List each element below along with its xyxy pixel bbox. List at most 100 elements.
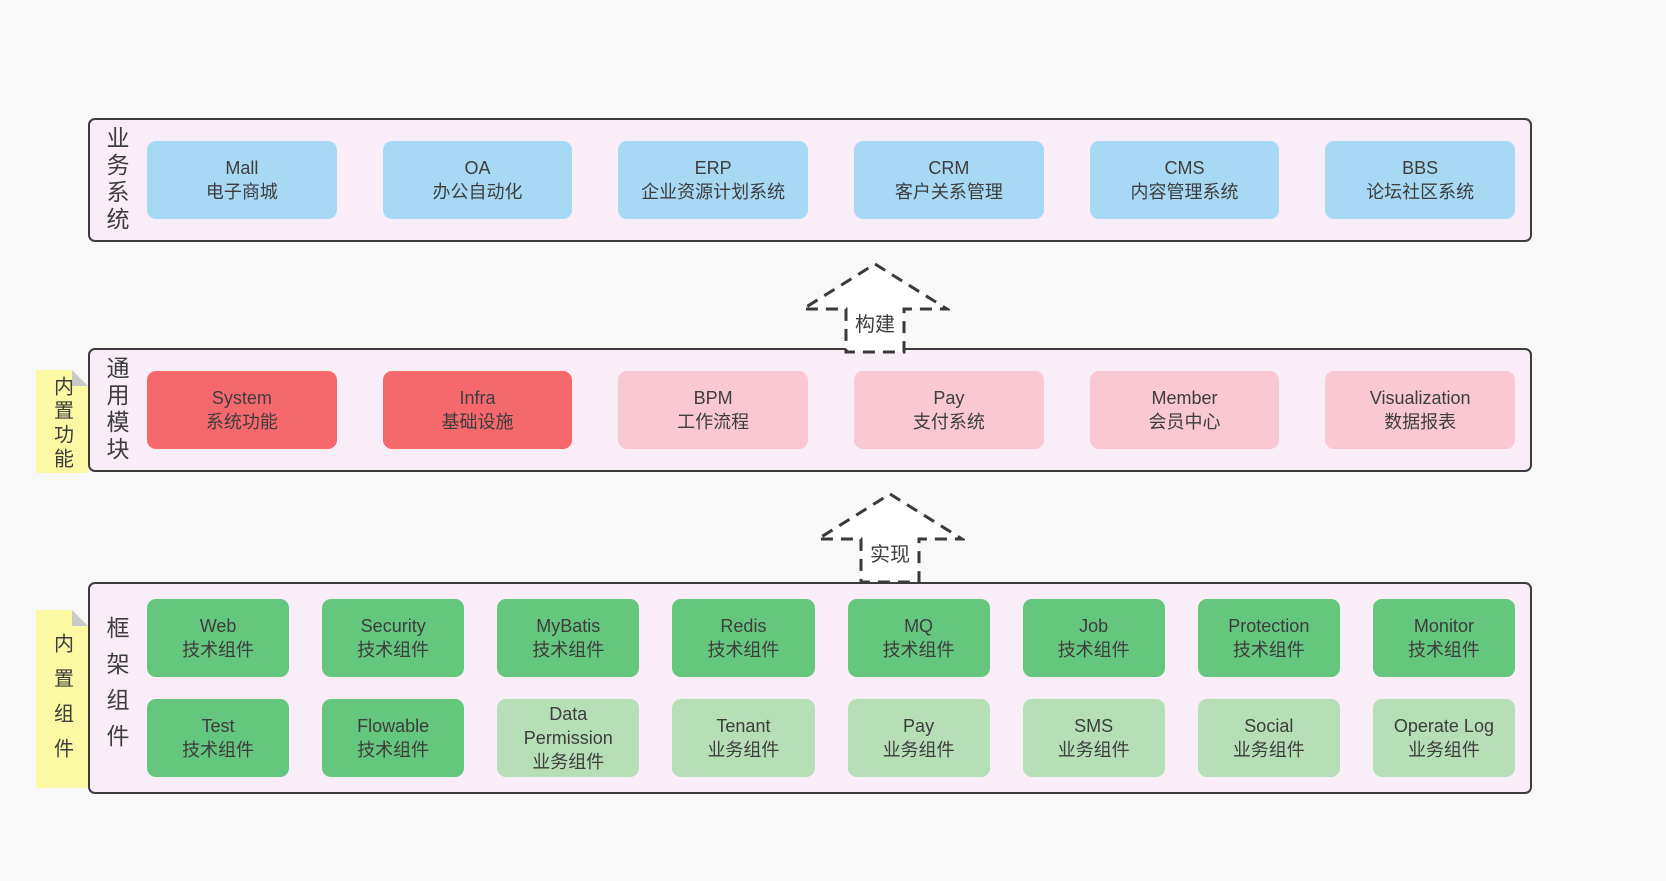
note-label: 内置功能 <box>50 375 73 472</box>
box-title: Member <box>1151 388 1218 408</box>
box-flowable: Flowable 技术组件 <box>322 699 465 777</box>
box-subtitle: 系统功能 <box>205 412 278 432</box>
box-title: Protection <box>1228 616 1310 636</box>
build-arrow: 构建 <box>800 261 950 355</box>
box-title: Security <box>360 616 426 636</box>
sticky-note-built-in-features: 内置功能 <box>36 370 88 473</box>
box-title: Pay <box>933 388 965 408</box>
box-title: ERP <box>694 158 732 178</box>
implement-arrow: 实现 <box>815 491 965 585</box>
box-subtitle: 技术组件 <box>357 740 430 760</box>
box-title: SMS <box>1074 716 1114 736</box>
box-title: System <box>211 388 272 408</box>
arrow-label: 实现 <box>867 537 913 568</box>
box-rows: Mall 电子商城 OA 办公自动化 ERP 企业资源计划系统 CRM 客户关系管理 CMS 内容… <box>147 120 1516 240</box>
box-subtitle: 技术组件 <box>1057 640 1130 660</box>
box-subtitle: 技术组件 <box>1232 640 1305 660</box>
box-web: Web 技术组件 <box>147 599 290 677</box>
box-subtitle: 技术组件 <box>532 640 605 660</box>
box-title: BPM <box>693 388 733 408</box>
note-label: 内置组件 <box>50 632 73 773</box>
box-title: Tenant <box>716 716 771 736</box>
box-subtitle: 客户关系管理 <box>894 182 1003 202</box>
box-title: CRM <box>928 158 970 178</box>
box-subtitle: 业务组件 <box>1407 740 1480 760</box>
box-subtitle: 办公自动化 <box>432 182 523 202</box>
box-redis: Redis 技术组件 <box>672 599 815 677</box>
box-title: OA <box>464 158 491 178</box>
box-oa: OA 办公自动化 <box>382 141 573 219</box>
box-subtitle: 基础设施 <box>441 412 514 432</box>
box-subtitle: 技术组件 <box>182 640 255 660</box>
arrow-label: 构建 <box>852 307 898 338</box>
box-mq: MQ 技术组件 <box>847 599 990 677</box>
layer-common-modules: 通用模块 System 系统功能 Infra 基础设施 BPM 工作流程 Pay 支付系统 Me… <box>88 348 1532 472</box>
box-monitor: Monitor 技术组件 <box>1372 599 1515 677</box>
box-title: Infra <box>459 388 496 408</box>
box-subtitle: 内容管理系统 <box>1130 182 1239 202</box>
layer-label: 业务系统 <box>103 126 129 234</box>
box-row: System 系统功能 Infra 基础设施 BPM 工作流程 Pay 支付系统 Member 会… <box>147 371 1516 449</box>
box-title: Job <box>1079 616 1109 636</box>
box-subtitle: 业务组件 <box>532 752 605 772</box>
box-security: Security 技术组件 <box>322 599 465 677</box>
box-bbs: BBS 论坛社区系统 <box>1325 141 1516 219</box>
box-subtitle: 工作流程 <box>677 412 750 432</box>
box-title: Web <box>199 616 237 636</box>
box-rows: System 系统功能 Infra 基础设施 BPM 工作流程 Pay 支付系统 Member 会… <box>147 350 1516 470</box>
box-bpm: BPM 工作流程 <box>618 371 809 449</box>
box-title: Social <box>1244 716 1294 736</box>
box-title: Visualization <box>1369 388 1471 408</box>
box-operate-log: Operate Log 业务组件 <box>1372 699 1515 777</box>
box-subtitle: 业务组件 <box>882 740 955 760</box>
box-crm: CRM 客户关系管理 <box>854 141 1044 219</box>
box-subtitle: 业务组件 <box>1232 740 1305 760</box>
box-data-permission: Data Permission 业务组件 <box>497 699 640 777</box>
box-title: Data Permission <box>523 704 613 748</box>
box-mall: Mall 电子商城 <box>147 141 337 219</box>
box-title: MQ <box>904 616 934 636</box>
box-title: BBS <box>1402 158 1439 178</box>
box-subtitle: 技术组件 <box>707 640 780 660</box>
box-title: Mall <box>225 158 259 178</box>
layer-label: 框架组件 <box>103 616 129 760</box>
box-title: Operate Log <box>1393 716 1494 736</box>
box-pay: Pay 支付系统 <box>854 371 1044 449</box>
box-title: CMS <box>1164 158 1205 178</box>
box-title: Test <box>201 716 235 736</box>
box-row: Mall 电子商城 OA 办公自动化 ERP 企业资源计划系统 CRM 客户关系管理 CMS 内容… <box>147 141 1516 219</box>
box-subtitle: 技术组件 <box>1407 640 1480 660</box>
box-cms: CMS 内容管理系统 <box>1089 141 1280 219</box>
box-subtitle: 业务组件 <box>707 740 780 760</box>
sticky-note-icon <box>36 370 88 473</box>
box-protection: Protection 技术组件 <box>1197 599 1340 677</box>
box-subtitle: 技术组件 <box>882 640 955 660</box>
layer-business-systems: 业务系统 Mall 电子商城 OA 办公自动化 ERP 企业资源计划系统 CRM 客户关系管理… <box>88 118 1532 242</box>
box-title: Monitor <box>1413 616 1474 636</box>
box-job: Job 技术组件 <box>1022 599 1165 677</box>
box-title: Flowable <box>357 716 430 736</box>
box-subtitle: 会员中心 <box>1148 412 1221 432</box>
box-erp: ERP 企业资源计划系统 <box>618 141 809 219</box>
box-subtitle: 论坛社区系统 <box>1366 182 1475 202</box>
box-subtitle: 支付系统 <box>912 412 985 432</box>
box-member: Member 会员中心 <box>1089 371 1280 449</box>
box-social: Social 业务组件 <box>1197 699 1340 777</box>
box-title: Redis <box>720 616 767 636</box>
box-tenant: Tenant 业务组件 <box>672 699 815 777</box>
sticky-note-built-in-components: 内置组件 <box>36 610 88 788</box>
box-system: System 系统功能 <box>147 371 337 449</box>
box-subtitle: 电子商城 <box>205 182 278 202</box>
box-subtitle: 企业资源计划系统 <box>641 182 786 202</box>
box-subtitle: 技术组件 <box>357 640 430 660</box>
layer-label: 通用模块 <box>103 356 129 464</box>
